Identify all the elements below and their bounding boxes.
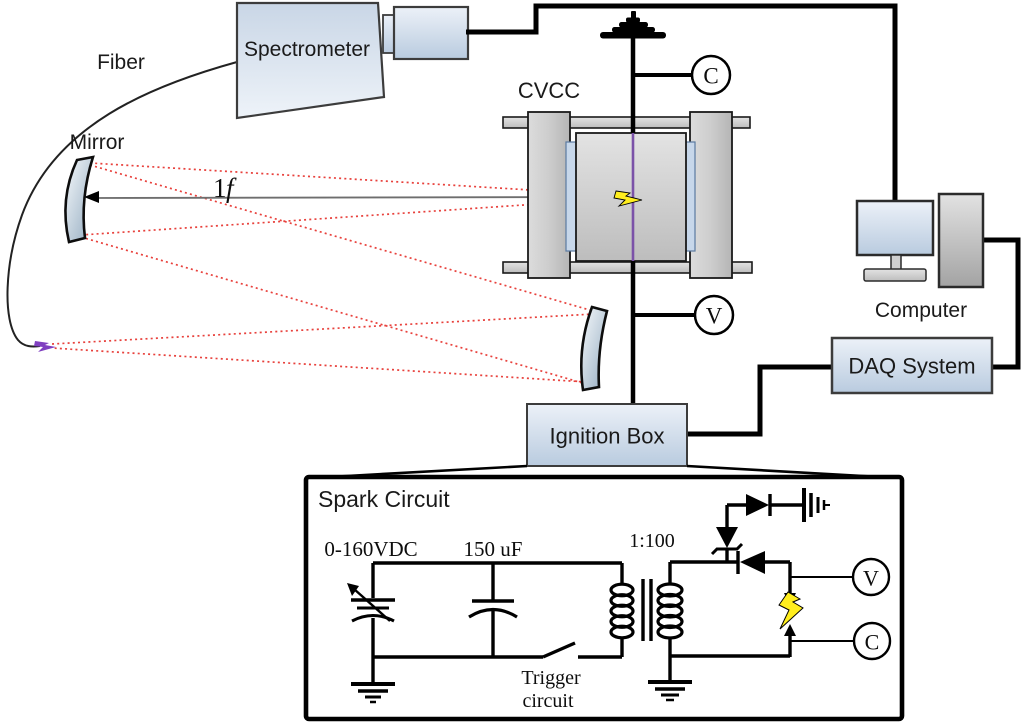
ignition-box-label: Ignition Box: [550, 424, 665, 449]
secondary-coil-loop: [656, 624, 684, 640]
electrode-stack-base: [600, 32, 666, 39]
tie-rod-top: [502, 116, 751, 129]
spectrometer-body: [235, 1, 386, 120]
supply-plate-curved: [351, 614, 395, 623]
focal-arrow-line: [91, 196, 605, 199]
right-mirror: [579, 305, 609, 392]
trigger-switch-blade: [542, 641, 576, 659]
focal-label-1: 1: [213, 173, 227, 203]
spark-circuit-title: Spark Circuit: [318, 486, 450, 512]
series-diode-triangle: [740, 551, 765, 574]
ignition-box: [526, 403, 688, 467]
electrode-stack-bar1: [626, 17, 640, 23]
wire-camera-to-computer: [466, 3, 898, 201]
supply-variable-arrowhead: [347, 583, 359, 596]
focal-label-f: f: [226, 173, 237, 203]
monitor-stand: [890, 254, 902, 271]
monitor: [855, 199, 935, 257]
zener-diode-triangle: [716, 527, 738, 548]
camera-body: [392, 5, 470, 61]
capacitor-plate-curved: [468, 607, 518, 619]
beam-ray-rightmirror-to-fibertip-lower: [51, 347, 587, 383]
cvcc-label: CVCC: [518, 78, 580, 103]
circuit-spark-bolt: [778, 591, 804, 630]
wire-tower-to-daq: [982, 237, 1021, 370]
zener-bar: [710, 542, 744, 556]
electrode-stack-tip: [631, 11, 636, 19]
daq-label: DAQ System: [848, 354, 975, 379]
computer-label: Computer: [875, 299, 967, 322]
wire-daq-to-ignition: [687, 364, 832, 437]
computer-tower: [937, 192, 985, 289]
left-mirror: [64, 155, 95, 244]
beam-ray-mirrortop-to-rightmirror: [89, 164, 594, 312]
trigger-label-line1: Trigger: [521, 667, 581, 689]
flange-right: [689, 111, 733, 279]
clamp-diode-triangle: [746, 494, 769, 516]
primary-coil-loop: [609, 624, 635, 640]
voltage-probe-circle: [693, 294, 735, 336]
trigger-label-line2: circuit: [522, 690, 574, 712]
current-probe-letter: C: [703, 64, 718, 89]
monitor-base: [863, 268, 927, 282]
daq-box: [830, 336, 994, 395]
voltage-probe-letter: V: [706, 304, 723, 329]
fiber-tip: [34, 341, 56, 352]
beam-ray-mirrorbottom-to-rightmirror: [80, 236, 587, 385]
electrode-stack-bar2: [619, 22, 648, 28]
tie-rod-bottom: [502, 261, 753, 274]
spark-gap-arrowhead-up: [784, 624, 796, 636]
circuit-current-probe-letter: C: [865, 630, 880, 655]
circuit-voltage-probe-letter: V: [863, 566, 879, 591]
beam-ray-mirrorbottom-to-spark: [80, 198, 613, 236]
camera-connector: [382, 14, 395, 54]
spectrometer-label: Spectrometer: [244, 38, 370, 61]
supply-label: 0-160VDC: [324, 537, 417, 561]
supply-variable-arrow-shaft: [353, 588, 391, 622]
hv-electrode-stack: [600, 11, 666, 39]
fiber-label: Fiber: [97, 51, 145, 74]
chamber-spark-bolt: [613, 190, 643, 207]
circuit-current-probe-circle: [852, 621, 892, 661]
fiber-cable: [6, 61, 238, 348]
beam-rays: [51, 162, 613, 385]
transformer-ratio-label: 1:100: [629, 530, 675, 552]
electrode-stack-bar3: [612, 27, 655, 33]
current-probe-circle: [690, 54, 732, 96]
beam-ray-mirrortop-to-spark: [89, 162, 613, 196]
focal-arrowhead-left: [84, 191, 99, 203]
spark-circuit-wiring: [351, 488, 830, 704]
circuit-voltage-probe-circle: [851, 557, 891, 597]
flange-left: [527, 111, 571, 279]
capacitor-label: 150 uF: [464, 537, 523, 561]
beam-ray-rightmirror-to-fibertip-upper: [51, 313, 595, 345]
mirror-label: Mirror: [70, 131, 125, 154]
